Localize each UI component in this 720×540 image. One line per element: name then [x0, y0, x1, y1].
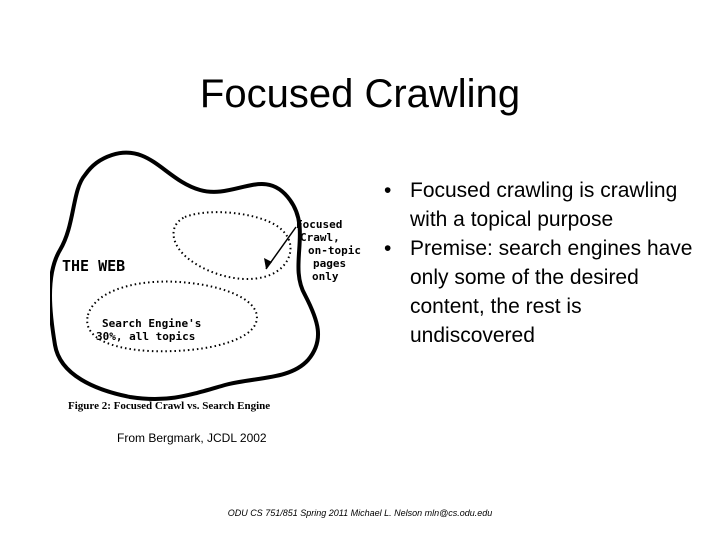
bullet-item: • Premise: search engines have only some… — [382, 234, 702, 350]
bullet-text: Focused crawling is crawling with a topi… — [410, 179, 677, 231]
focused-crawl-label: Focused Crawl, on-topic pages only — [296, 218, 368, 283]
search-engine-label: Search Engine's 30%, all topics — [96, 317, 208, 343]
bullet-text: Premise: search engines have only some o… — [410, 237, 693, 347]
bullet-dot-icon: • — [384, 234, 391, 263]
figure-caption: Figure 2: Focused Crawl vs. Search Engin… — [68, 400, 270, 412]
bullet-item: • Focused crawling is crawling with a to… — [382, 176, 702, 234]
web-blob-outline — [50, 153, 318, 399]
slide-title: Focused Crawling — [0, 70, 720, 118]
web-blob-diagram: THE WEB Focused Crawl, on-topic pages on… — [50, 145, 370, 420]
bullet-list: • Focused crawling is crawling with a to… — [382, 176, 702, 350]
slide-footer: ODU CS 751/851 Spring 2011 Michael L. Ne… — [0, 508, 720, 519]
bullet-dot-icon: • — [384, 176, 391, 205]
web-label: THE WEB — [62, 257, 125, 275]
source-citation: From Bergmark, JCDL 2002 — [117, 431, 267, 445]
focused-crawl-region — [174, 212, 291, 279]
focused-crawl-figure: THE WEB Focused Crawl, on-topic pages on… — [50, 145, 370, 420]
